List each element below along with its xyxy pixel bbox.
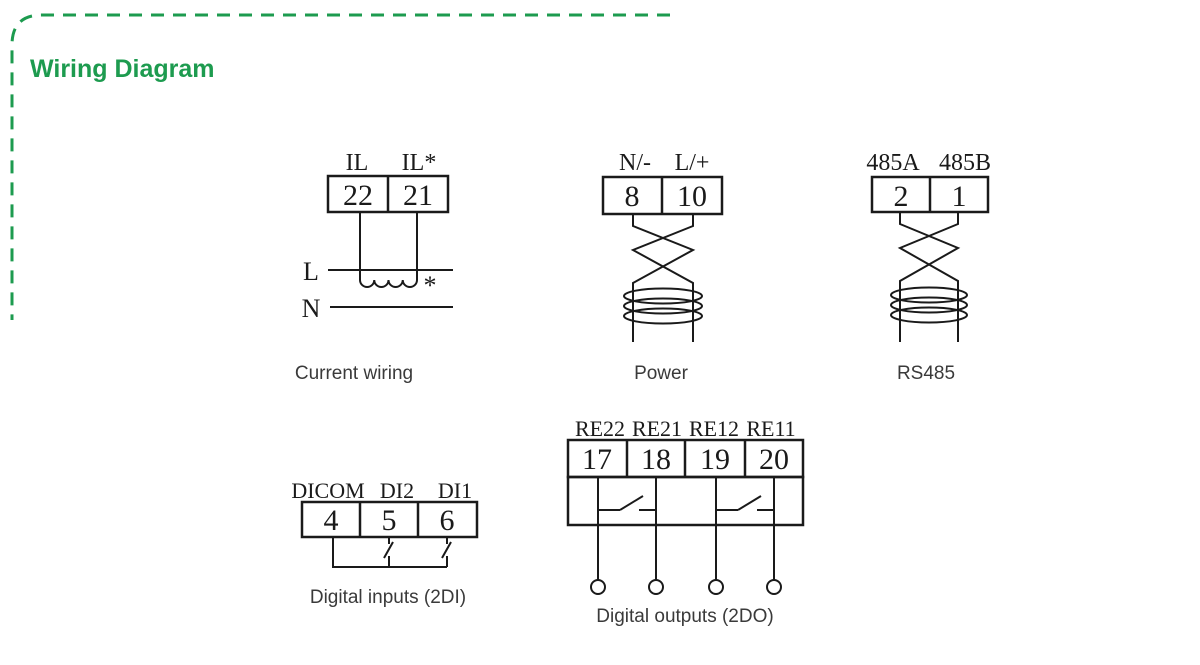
relay2-switch-blade bbox=[737, 495, 762, 511]
power-lineart bbox=[601, 175, 724, 342]
do-output-terminal-circle bbox=[648, 579, 664, 595]
do-output-terminal-circle bbox=[766, 579, 782, 595]
current-wiring-lineart bbox=[326, 174, 453, 308]
relay1-switch-blade bbox=[619, 495, 644, 511]
rs485-terminal-label: 485B bbox=[938, 150, 991, 176]
digital-outputs-caption: Digital outputs (2DO) bbox=[596, 606, 774, 627]
rs485-choke-turn bbox=[890, 286, 968, 304]
current-terminal-number: 21 bbox=[403, 179, 433, 212]
line-L-label: L bbox=[303, 257, 319, 286]
line-N-label: N bbox=[301, 294, 321, 323]
di1-switch-blade bbox=[441, 541, 452, 559]
do-output-terminal-circle bbox=[590, 579, 606, 595]
current-terminal-label: IL bbox=[345, 150, 369, 176]
do-output-terminal-circle bbox=[708, 579, 724, 595]
page-title: Wiring Diagram bbox=[30, 55, 215, 83]
current-wiring-caption: Current wiring bbox=[294, 363, 414, 384]
rs485-terminal-label: 485A bbox=[866, 150, 920, 176]
do-terminal-label: RE11 bbox=[746, 416, 796, 441]
power-choke-turn bbox=[623, 307, 703, 325]
power-choke-turn bbox=[623, 287, 703, 305]
di-terminal-number: 6 bbox=[439, 504, 455, 537]
do-terminal-number: 18 bbox=[641, 443, 671, 476]
power-terminal-label: L/+ bbox=[674, 150, 710, 176]
do-terminal-label: RE22 bbox=[574, 416, 626, 441]
current-terminal-number: 22 bbox=[343, 179, 373, 212]
ct-polarity-mark: * bbox=[423, 271, 437, 300]
di-terminal-number: 4 bbox=[323, 504, 339, 537]
rs485-twisted-wire-b bbox=[897, 212, 959, 342]
rs485-choke-turn bbox=[890, 296, 968, 314]
rs485-twisted-wire-a bbox=[899, 212, 961, 342]
rs485-terminal-number: 1 bbox=[951, 180, 967, 213]
ct-coil bbox=[359, 279, 418, 288]
power-terminal-number: 10 bbox=[677, 180, 707, 213]
do-terminal-label: RE12 bbox=[688, 416, 740, 441]
do-terminal-label: RE21 bbox=[631, 416, 683, 441]
do-relay-box bbox=[566, 475, 805, 527]
di-terminal-label: DI1 bbox=[437, 478, 473, 503]
digital-inputs-caption: Digital inputs (2DI) bbox=[309, 587, 467, 608]
di-terminal-label: DICOM bbox=[291, 478, 365, 503]
do-terminal-number: 19 bbox=[700, 443, 730, 476]
rs485-choke-turn bbox=[890, 306, 968, 324]
power-twisted-wire-a bbox=[632, 214, 696, 342]
di2-switch-blade bbox=[383, 541, 394, 559]
di-terminal-number: 5 bbox=[381, 504, 397, 537]
power-choke-turn bbox=[623, 297, 703, 315]
digital-outputs-lineart bbox=[566, 438, 805, 595]
di-common-bus bbox=[332, 537, 447, 568]
power-terminal-label: N/- bbox=[619, 150, 651, 176]
power-twisted-wire-b bbox=[630, 214, 694, 342]
rs485-caption: RS485 bbox=[896, 363, 956, 384]
do-terminal-number: 20 bbox=[759, 443, 789, 476]
rs485-terminal-number: 2 bbox=[893, 180, 909, 213]
do-terminal-number: 17 bbox=[582, 443, 612, 476]
di-terminal-label: DI2 bbox=[379, 478, 415, 503]
dashed-border bbox=[10, 13, 670, 320]
digital-inputs-lineart bbox=[300, 500, 479, 568]
rs485-lineart bbox=[870, 175, 990, 342]
power-terminal-number: 8 bbox=[624, 180, 640, 213]
power-caption: Power bbox=[634, 363, 688, 384]
current-terminal-label: IL* bbox=[401, 150, 437, 176]
